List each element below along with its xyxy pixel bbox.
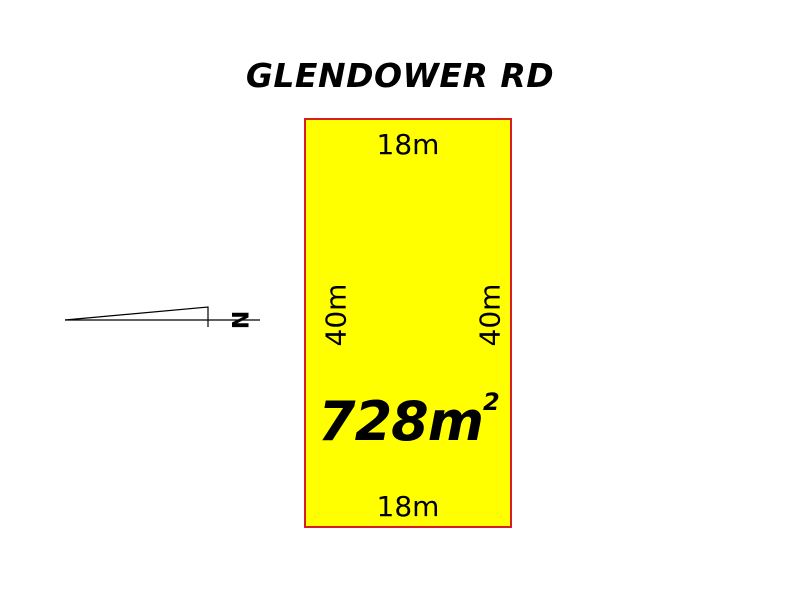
road-name-label: GLENDOWER RD [245, 56, 555, 95]
bottom-frontage-dimension: 18m [376, 490, 440, 523]
north-label: N [226, 311, 251, 329]
top-frontage-dimension: 18m [376, 128, 440, 161]
lot-area-unit-power: 2 [483, 388, 500, 416]
lot-boundary: 18m 40m 40m 728m2 18m [304, 118, 512, 528]
north-arrow-head [64, 306, 209, 327]
right-depth-dimension: 40m [473, 283, 507, 347]
left-depth-dimension: 40m [319, 283, 353, 347]
north-arrow-icon: N [64, 306, 260, 329]
lot-area-label: 728m2 [318, 388, 500, 453]
lot-area-value: 728m [318, 390, 484, 453]
